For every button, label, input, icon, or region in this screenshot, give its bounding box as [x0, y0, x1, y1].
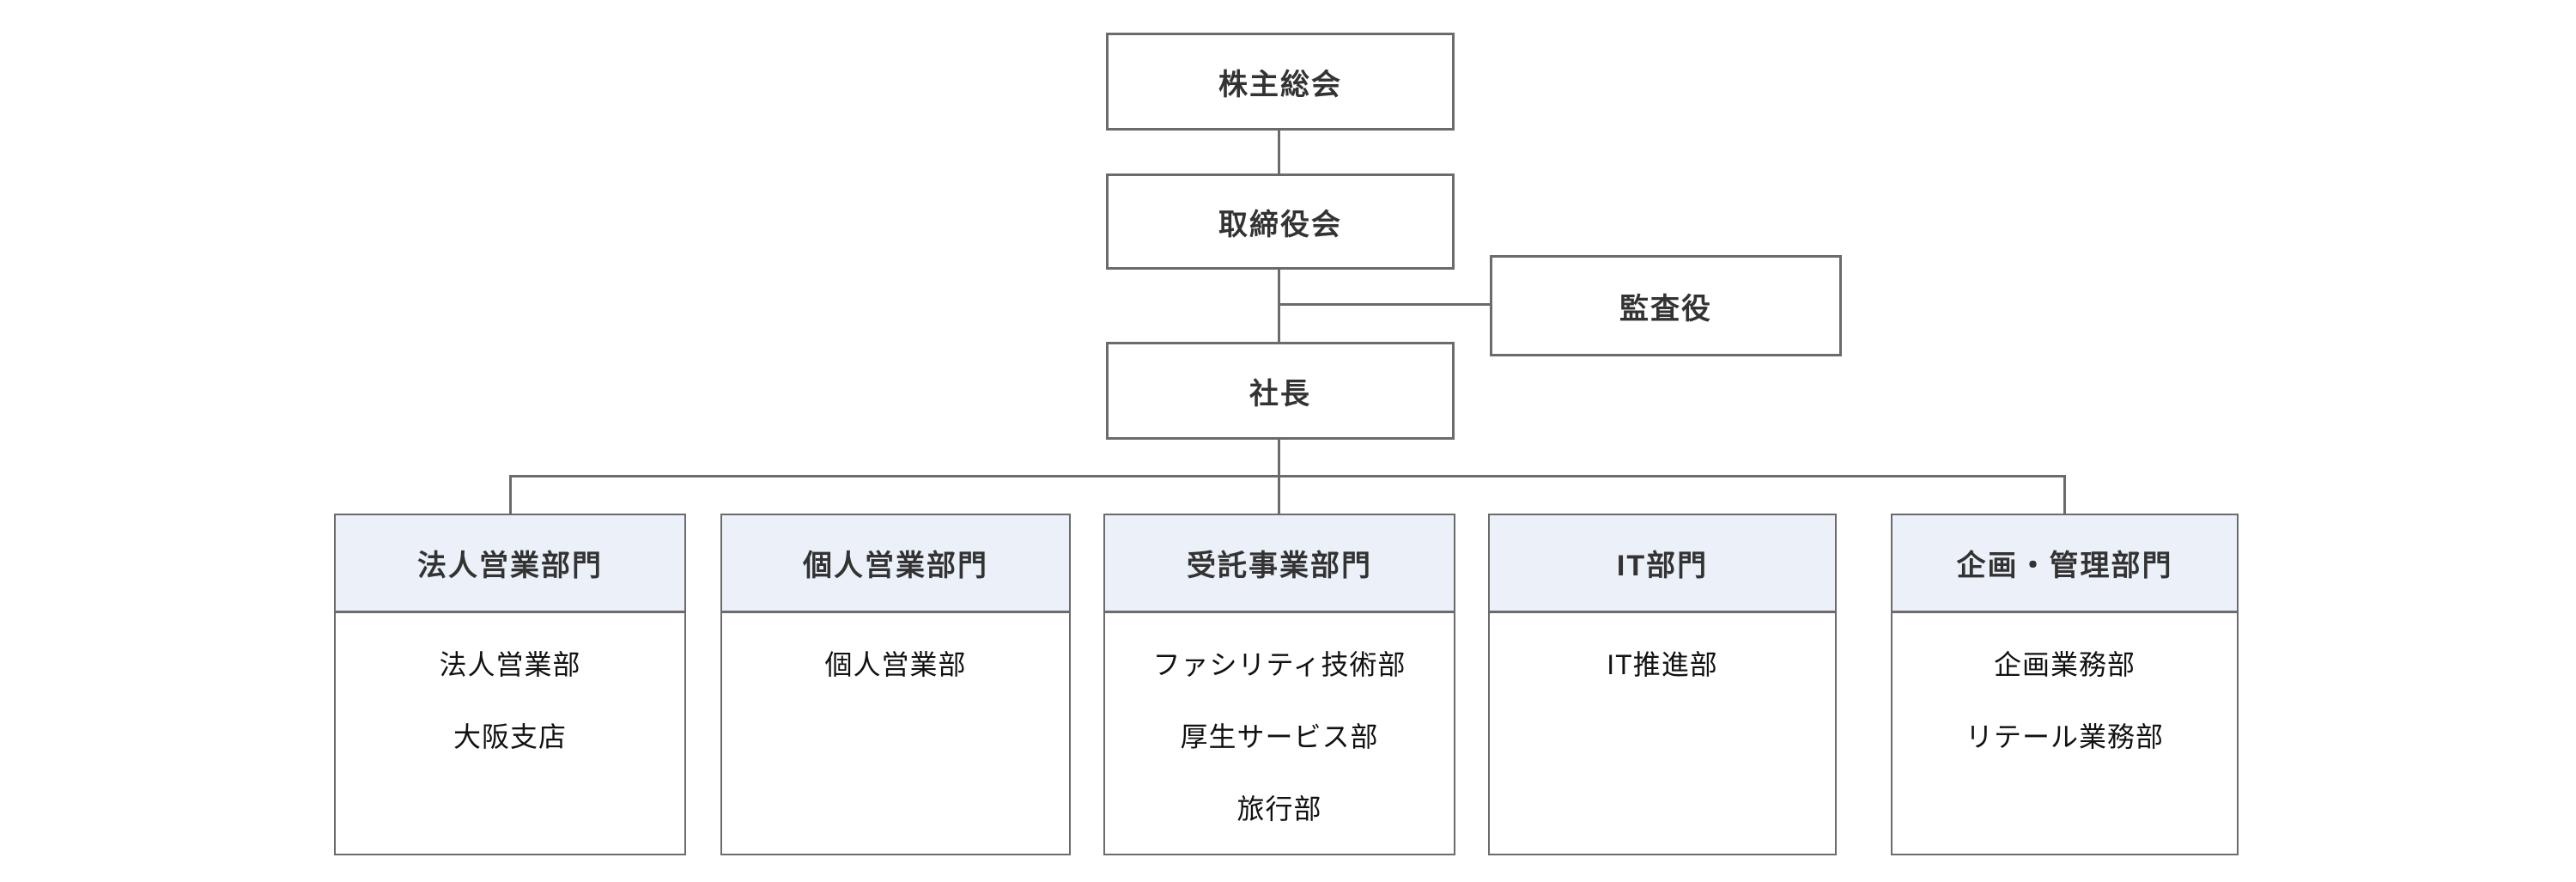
- connector-shareholders-board: [1278, 131, 1280, 173]
- node-shareholders-meeting: 株主総会: [1106, 33, 1455, 131]
- division-item: リテール業務部: [1965, 721, 2164, 752]
- division-item: 大阪支店: [453, 721, 567, 752]
- node-president: 社長: [1106, 342, 1455, 440]
- connector-distribution-line: [509, 475, 2066, 477]
- connector-drop-division-5: [2063, 475, 2066, 514]
- node-auditor: 監査役: [1490, 255, 1842, 356]
- division-body: IT推進部: [1490, 613, 1835, 701]
- division-title: 法人営業部門: [417, 550, 603, 582]
- division-item: 旅行部: [1236, 794, 1322, 824]
- connector-board-auditor: [1280, 303, 1490, 306]
- node-label: 監査役: [1619, 292, 1712, 325]
- division-body: 個人営業部: [722, 613, 1069, 701]
- division-header: 企画・管理部門: [1893, 515, 2237, 613]
- division-title: 個人営業部門: [803, 550, 988, 582]
- division-title: 企画・管理部門: [1956, 550, 2173, 582]
- division-header: 個人営業部門: [722, 515, 1069, 613]
- division-item: ファシリティ技術部: [1152, 649, 1406, 680]
- division-item: IT推進部: [1607, 649, 1718, 680]
- division-body: 企画業務部 リテール業務部: [1893, 613, 2237, 773]
- division-planning-management: 企画・管理部門 企画業務部 リテール業務部: [1891, 514, 2239, 855]
- division-trust-business: 受託事業部門 ファシリティ技術部 厚生サービス部 旅行部: [1103, 514, 1455, 855]
- division-corporate-sales: 法人営業部門 法人営業部 大阪支店: [334, 514, 686, 855]
- division-it: IT部門 IT推進部: [1488, 514, 1837, 855]
- connector-board-president: [1278, 270, 1280, 342]
- division-header: 受託事業部門: [1105, 515, 1454, 613]
- division-item: 個人営業部: [824, 649, 967, 680]
- division-title: IT部門: [1616, 550, 1709, 582]
- node-label: 株主総会: [1218, 68, 1342, 101]
- node-label: 取締役会: [1218, 208, 1342, 241]
- division-individual-sales: 個人営業部門 個人営業部: [720, 514, 1071, 855]
- division-item: 企画業務部: [1993, 649, 2136, 680]
- connector-drop-division-1: [509, 475, 512, 514]
- division-item: 厚生サービス部: [1180, 721, 1379, 752]
- node-label: 社長: [1249, 377, 1311, 411]
- division-header: IT部門: [1490, 515, 1835, 613]
- division-item: 法人営業部: [439, 649, 581, 680]
- division-title: 受託事業部門: [1187, 550, 1372, 582]
- node-board-of-directors: 取締役会: [1106, 173, 1455, 270]
- division-body: 法人営業部 大阪支店: [336, 613, 684, 773]
- division-header: 法人営業部門: [336, 515, 684, 613]
- division-body: ファシリティ技術部 厚生サービス部 旅行部: [1105, 613, 1454, 845]
